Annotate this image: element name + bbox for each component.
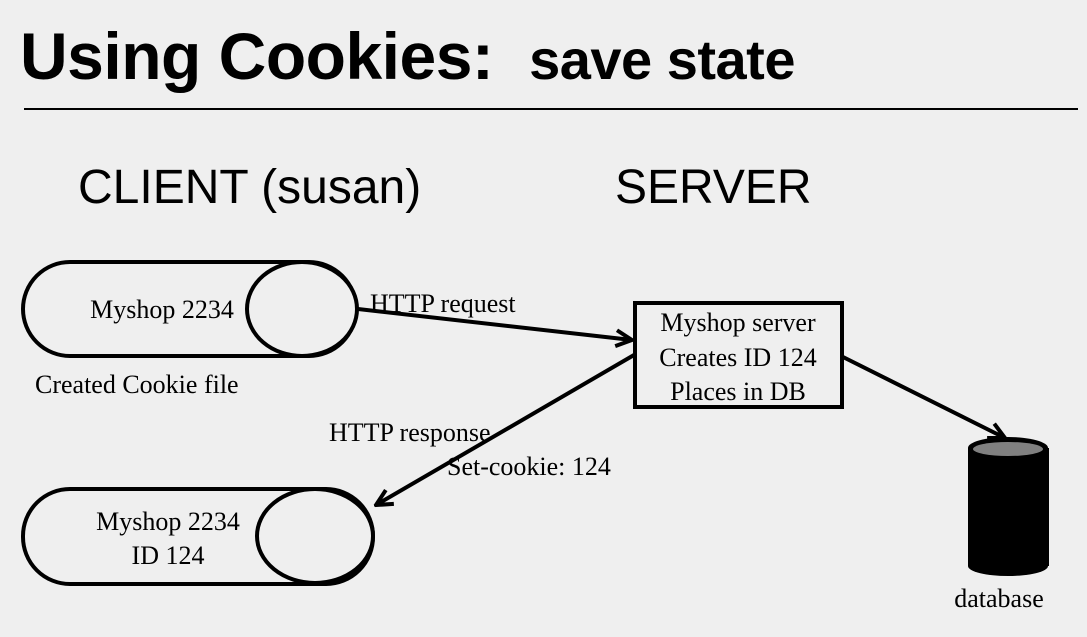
database-label: database bbox=[954, 584, 1044, 613]
db-arrow bbox=[842, 355, 1005, 438]
server-heading: SERVER bbox=[615, 161, 812, 214]
title-divider bbox=[24, 108, 1078, 110]
http-response-arrow bbox=[376, 353, 636, 505]
slide-title: Using Cookies: save state bbox=[20, 18, 795, 94]
cookie-file-1: Myshop 2234 bbox=[21, 260, 359, 358]
cookie-file-2-end bbox=[255, 487, 375, 585]
server-box-line3: Places in DB bbox=[670, 377, 806, 406]
http-response-label: HTTP response bbox=[329, 418, 491, 447]
cookie-file-2-line1: Myshop 2234 bbox=[96, 507, 240, 536]
server-box-line1: Myshop server bbox=[660, 308, 816, 337]
title-main: Using Cookies: bbox=[20, 19, 494, 93]
set-cookie-label: Set-cookie: 124 bbox=[447, 452, 611, 481]
cookie-file-1-end bbox=[245, 260, 359, 358]
cookie-file-1-caption: Created Cookie file bbox=[35, 370, 239, 399]
database-icon bbox=[968, 437, 1049, 576]
title-sub: save state bbox=[529, 28, 795, 91]
client-heading: CLIENT (susan) bbox=[78, 161, 422, 214]
cookie-file-2-line2: ID 124 bbox=[132, 541, 205, 570]
database-top bbox=[973, 442, 1043, 456]
http-request-arrow bbox=[357, 307, 632, 340]
server-box-line2: Creates ID 124 bbox=[659, 343, 816, 372]
cookie-file-2: Myshop 2234 ID 124 bbox=[21, 487, 375, 586]
http-request-label: HTTP request bbox=[370, 289, 516, 318]
cookie-file-1-text: Myshop 2234 bbox=[90, 295, 234, 324]
server-box: Myshop server Creates ID 124 Places in D… bbox=[633, 301, 844, 409]
